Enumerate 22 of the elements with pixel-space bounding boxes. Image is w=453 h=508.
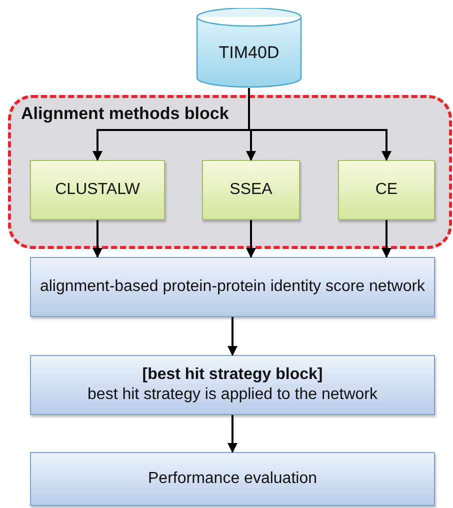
process-box xyxy=(338,160,435,220)
arrow xyxy=(382,220,392,258)
arrow xyxy=(92,220,102,258)
box-heading: [best hit strategy block] xyxy=(142,365,323,385)
process-box xyxy=(30,160,165,220)
box-label: alignment-based protein-protein identity score network xyxy=(40,277,426,297)
arrow xyxy=(228,317,238,356)
box-label: best hit strategy is applied to the network xyxy=(88,385,378,405)
process-box xyxy=(30,452,435,506)
box-label: TIM40D xyxy=(218,43,280,63)
box-label: CLUSTALW xyxy=(55,181,140,199)
group-container xyxy=(8,95,452,249)
box-label: CE xyxy=(375,181,398,199)
arrow xyxy=(228,415,238,453)
process-box xyxy=(30,355,435,415)
group-heading: Alignment methods block xyxy=(21,104,229,124)
arrow xyxy=(246,220,256,258)
database-cylinder xyxy=(196,8,302,88)
process-box xyxy=(30,257,435,317)
box-label: SSEA xyxy=(230,181,272,199)
box-label: Performance evaluation xyxy=(148,469,317,489)
process-box xyxy=(202,160,300,220)
